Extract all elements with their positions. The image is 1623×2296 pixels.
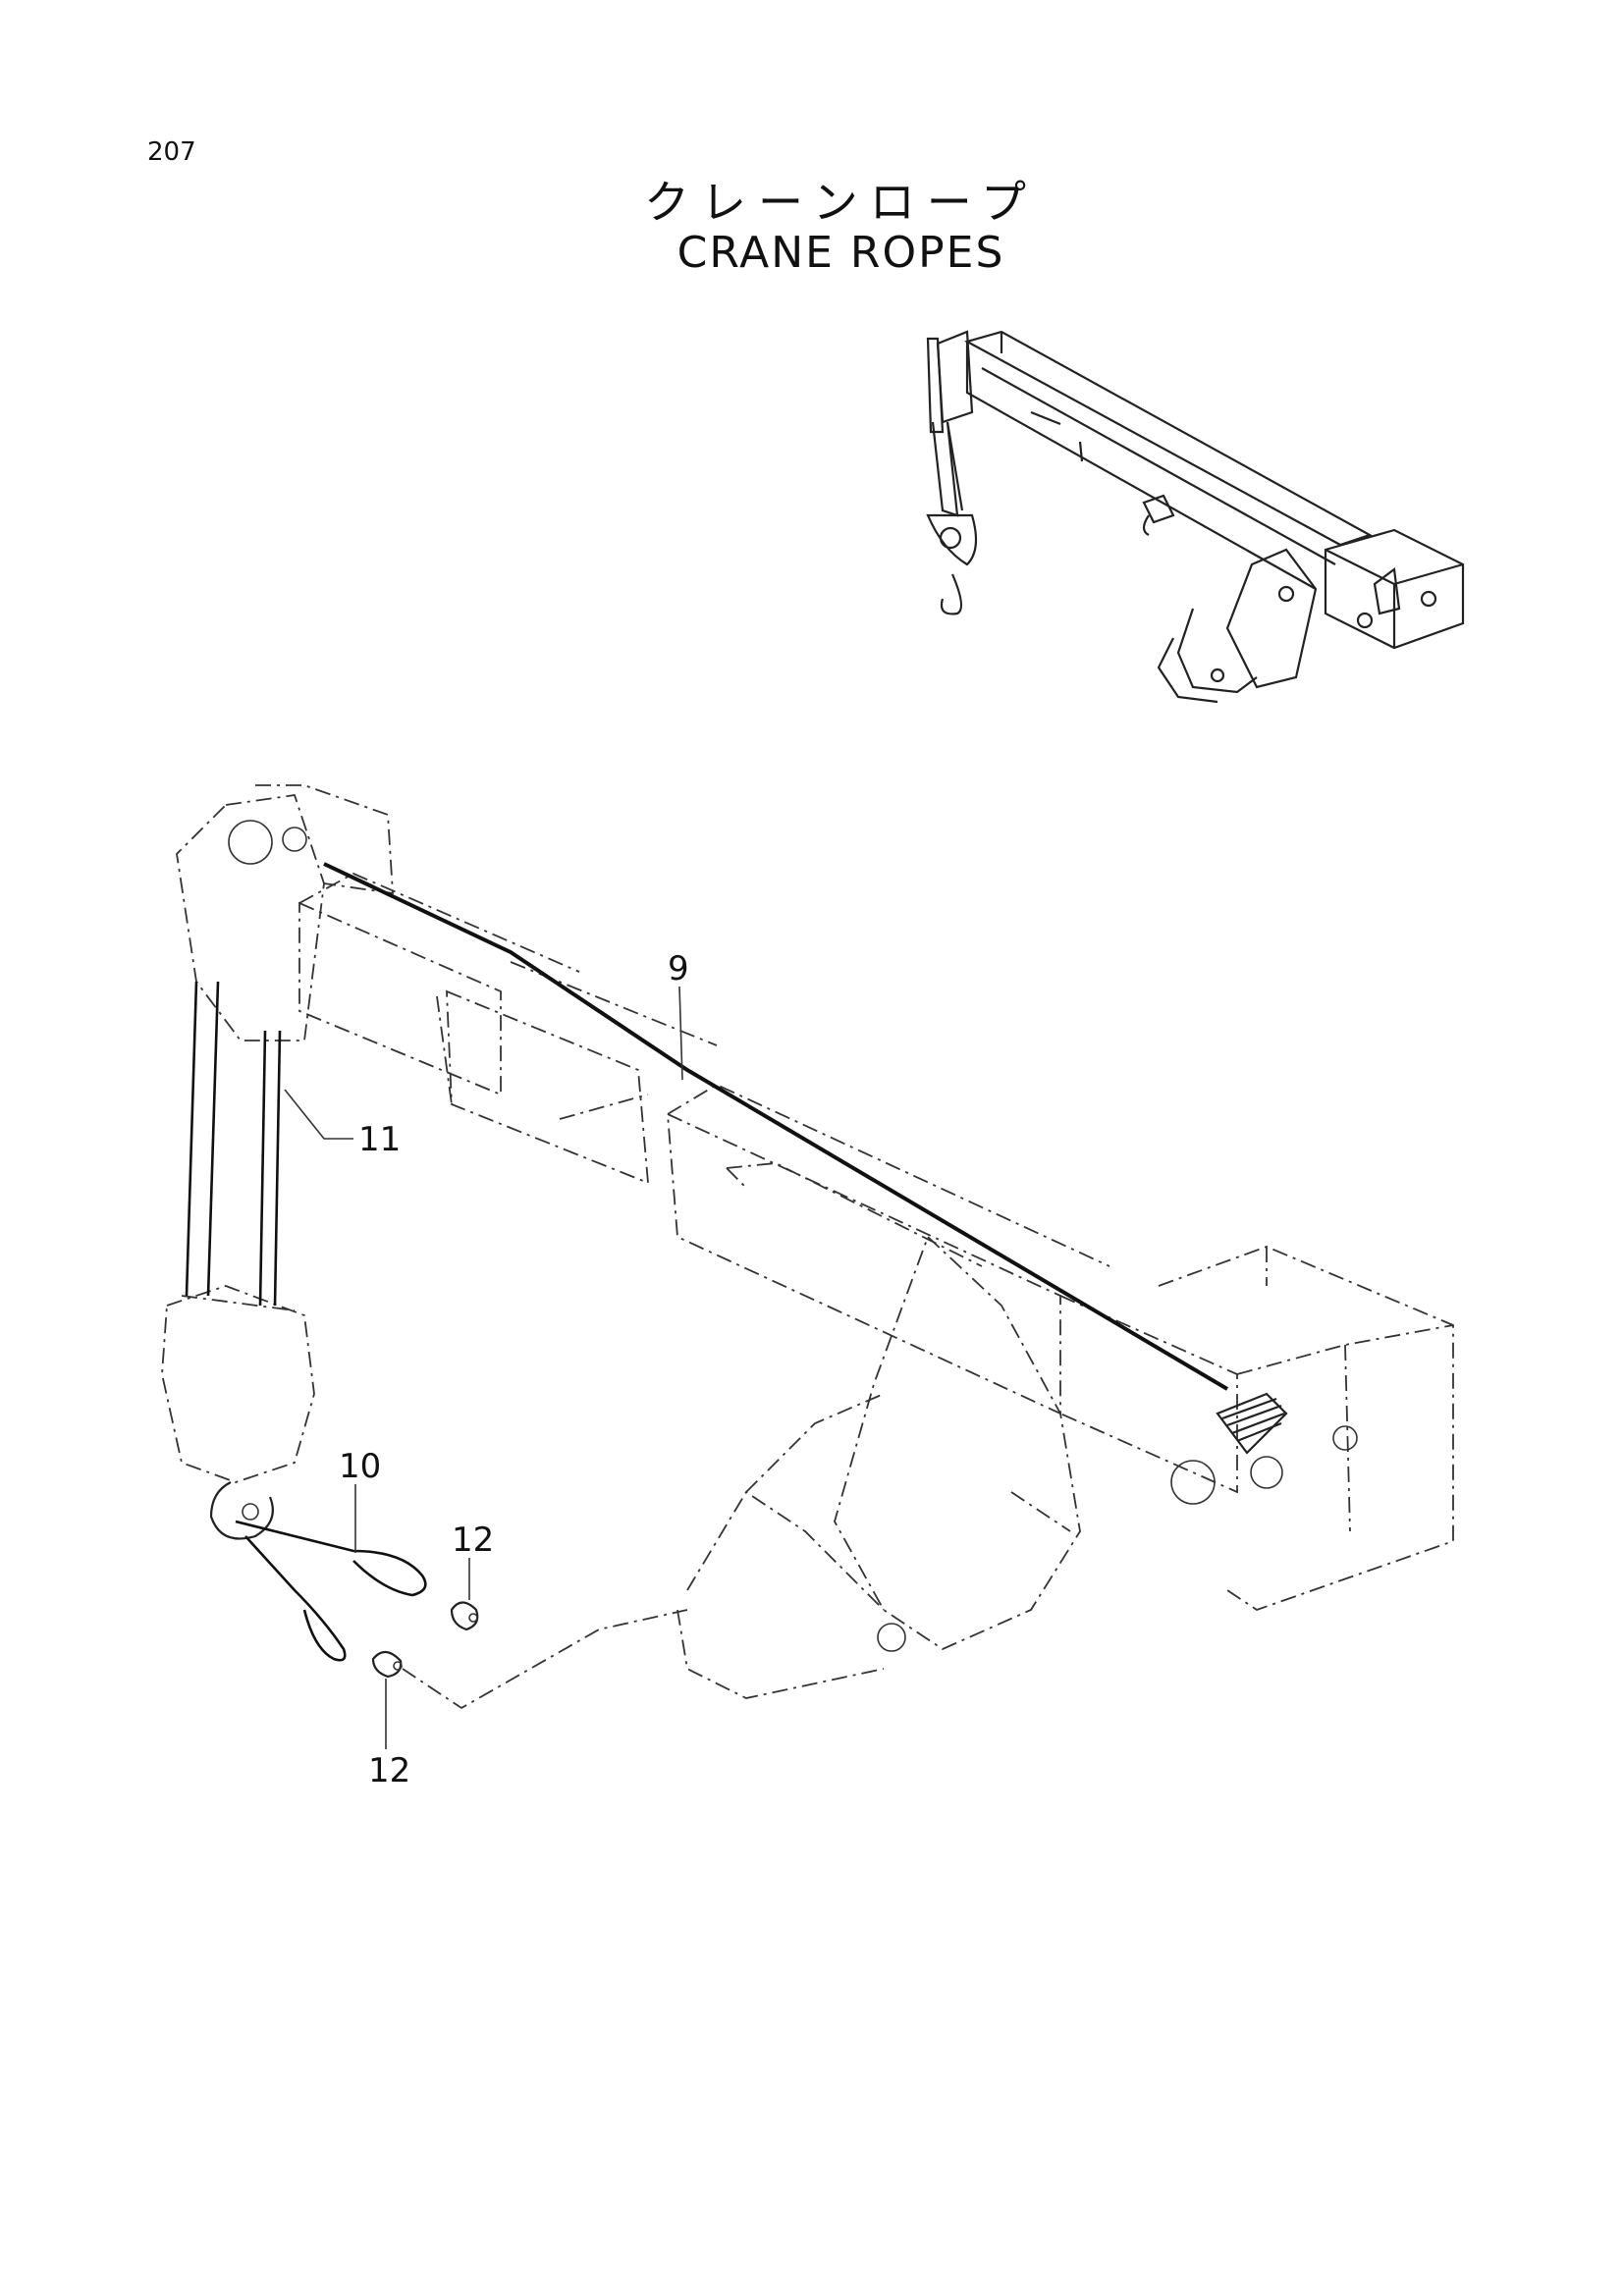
svg-text:10: 10 (339, 1447, 381, 1486)
callout-10: 10 (339, 1447, 381, 1553)
svg-text:11: 11 (358, 1120, 401, 1159)
main-hoist-rope (323, 862, 1229, 1391)
callout-12-lower: 12 (368, 1679, 410, 1790)
title-english: CRANE ROPES (676, 228, 1005, 278)
crane-ropes (185, 862, 1229, 1710)
overview-crane-illustration (926, 330, 1465, 704)
title-japanese: クレーンロープ (644, 176, 1038, 229)
shackle-lower (371, 1650, 403, 1679)
sling-rope (235, 1520, 427, 1597)
callout-12-upper: 12 (452, 1521, 494, 1600)
svg-text:9: 9 (668, 949, 689, 988)
callout-9: 9 (668, 949, 689, 1081)
shackle-upper (450, 1601, 479, 1631)
svg-text:12: 12 (452, 1521, 494, 1560)
winch-drum (1216, 1392, 1288, 1455)
svg-text:12: 12 (368, 1751, 410, 1790)
page-number: 207 (147, 137, 196, 167)
hook-reeving-ropes (185, 981, 198, 1297)
callout-11: 11 (284, 1089, 401, 1159)
